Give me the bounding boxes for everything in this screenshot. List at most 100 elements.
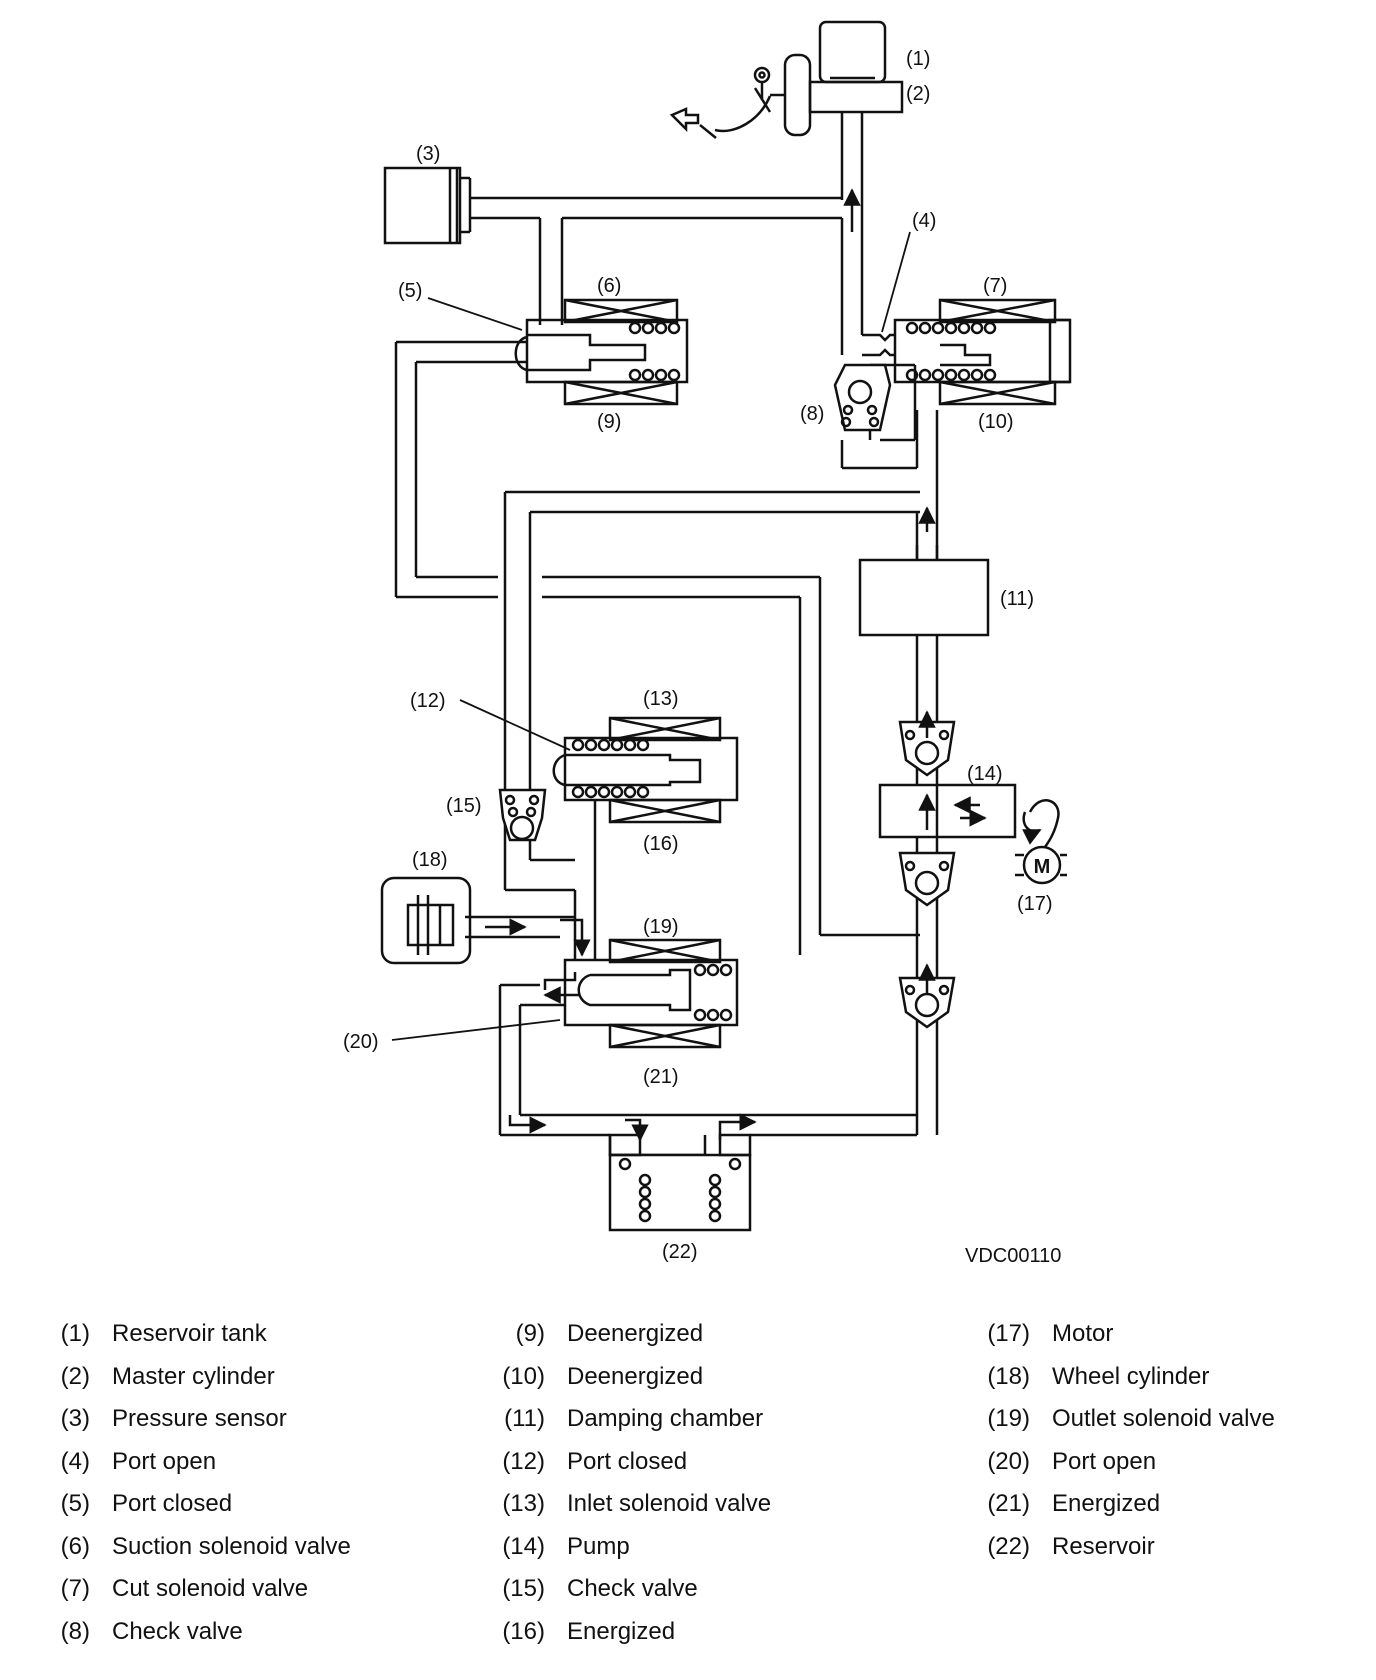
callout-18: (18): [412, 849, 448, 871]
legend-text: Cut solenoid valve: [112, 1575, 309, 1602]
legend-number: (22): [987, 1532, 1030, 1560]
legend-number: (5): [60, 1490, 90, 1517]
legend-column-1: (1) Reservoir tank (2) Master cylinder (3)…: [30, 1320, 351, 1660]
legend-number: (8): [60, 1617, 90, 1645]
legend-text: Pressure sensor: [112, 1405, 287, 1432]
wheel-cylinder: [380, 876, 472, 965]
legend-item: (17) Motor: [970, 1320, 1275, 1363]
brake-lines: [394, 112, 939, 1137]
legend-text: Pump: [567, 1532, 630, 1560]
callout-11: (11): [1000, 588, 1034, 610]
legend-text: Port open: [112, 1447, 217, 1475]
legend-number: (7): [60, 1575, 90, 1602]
legend-number: (4): [60, 1447, 90, 1475]
legend-item: (7) Cut solenoid valve: [30, 1575, 351, 1618]
legend-number: (13): [502, 1490, 545, 1517]
legend-text: Motor: [1052, 1320, 1114, 1347]
callout-19: (19): [643, 916, 679, 938]
legend-item: (4) Port open: [30, 1448, 351, 1491]
legend-number: (3): [60, 1405, 90, 1432]
pump: [878, 783, 1017, 839]
legend-item: (1) Reservoir tank: [30, 1320, 351, 1363]
leader-lines: [391, 231, 911, 1041]
motor: [1015, 799, 1067, 885]
callout-6: (6): [597, 275, 621, 297]
legend-number: (16): [502, 1617, 545, 1645]
legend-number: (2): [60, 1362, 90, 1390]
legend-item: (19) Outlet solenoid valve: [970, 1405, 1275, 1448]
legend-number: (1): [60, 1320, 90, 1347]
legend-text: Port closed: [567, 1447, 688, 1475]
callout-4: (4): [912, 210, 936, 232]
legend-text: Wheel cylinder: [1052, 1362, 1210, 1390]
legend-text: Port open: [1052, 1447, 1157, 1475]
legend-number: (17): [987, 1320, 1030, 1347]
legend-text: Master cylinder: [112, 1362, 275, 1390]
legend-item: (10) Deenergized: [485, 1363, 771, 1406]
reservoir: [608, 1133, 752, 1232]
legend-number: (11): [504, 1405, 545, 1432]
legend-text: Inlet solenoid valve: [567, 1490, 772, 1517]
legend-number: (9): [515, 1320, 545, 1347]
legend-number: (14): [502, 1532, 545, 1560]
pump-check-valve-bottom: [898, 963, 956, 1029]
callout-22: (22): [662, 1241, 698, 1263]
legend-text: Check valve: [567, 1575, 698, 1602]
legend-text: Deenergized: [567, 1362, 704, 1390]
callout-21: (21): [643, 1066, 679, 1088]
callout-13: (13): [643, 688, 679, 710]
legend: (1) Reservoir tank (2) Master cylinder (3)…: [30, 1320, 1350, 1660]
check-valve-lower: [498, 788, 547, 842]
legend-number: (10): [502, 1362, 545, 1390]
callout-14: (14): [967, 763, 1003, 785]
callout-9: (9): [597, 411, 621, 433]
legend-item: (11)Damping chamber: [485, 1405, 771, 1448]
legend-number: (20): [987, 1447, 1030, 1475]
legend-number: (18): [987, 1362, 1030, 1390]
legend-text: Reservoir tank: [112, 1320, 267, 1347]
legend-item: (5) Port closed: [30, 1490, 351, 1533]
callout-8: (8): [800, 403, 824, 425]
callout-3: (3): [416, 143, 440, 165]
callout-17: (17): [1017, 893, 1053, 915]
inlet-solenoid-valve: [552, 716, 739, 824]
hydraulic-diagram: M (1) (2) (3) (4) (5) (6) (7) (8) (9) (1…: [343, 20, 1072, 1267]
callout-10: (10): [978, 411, 1014, 433]
legend-item: (22)Reservoir: [970, 1533, 1275, 1576]
legend-item: (16) Energized: [485, 1618, 771, 1661]
legend-item: (21) Energized: [970, 1490, 1275, 1533]
legend-text: Energized: [1052, 1490, 1161, 1517]
master-cylinder: [770, 53, 904, 137]
legend-item: (3) Pressure sensor: [30, 1405, 351, 1448]
legend-number: (19): [987, 1405, 1030, 1432]
callout-12: (12): [410, 690, 446, 712]
legend-item: (6)Suction solenoid valve: [30, 1533, 351, 1576]
legend-item: (2) Master cylinder: [30, 1363, 351, 1406]
reservoir-tank: [818, 20, 887, 84]
callout-labels: (1) (2) (3) (4) (5) (6) (7) (8) (9) (10)…: [343, 48, 1053, 1263]
legend-number: (12): [502, 1447, 545, 1475]
callout-7: (7): [983, 275, 1007, 297]
legend-item: (15) Check valve: [485, 1575, 771, 1618]
legend-text: Deenergized: [567, 1320, 704, 1347]
legend-number: (6): [60, 1532, 90, 1560]
legend-text: Energized: [567, 1617, 676, 1645]
legend-text: Outlet solenoid valve: [1052, 1405, 1275, 1432]
legend-item: (9) Deenergized: [485, 1320, 771, 1363]
legend-text: Port closed: [112, 1490, 233, 1517]
legend-column-2: (9) Deenergized (10) Deenergized (11)Dampi…: [485, 1320, 771, 1660]
pump-check-valve-top: [898, 710, 956, 777]
legend-column-3: (17) Motor (18) Wheel cylinder (19) Outlet …: [970, 1320, 1275, 1576]
figure-code: VDC00110: [965, 1245, 1061, 1267]
legend-item: (13) Inlet solenoid valve: [485, 1490, 771, 1533]
pressure-sensor: [383, 166, 472, 245]
legend-item: (14) Pump: [485, 1533, 771, 1576]
callout-5: (5): [398, 280, 422, 302]
brake-pedal: [669, 66, 772, 139]
legend-number: (15): [502, 1575, 545, 1602]
legend-number: (21): [987, 1490, 1030, 1517]
callout-16: (16): [643, 833, 679, 855]
callout-15: (15): [446, 795, 482, 817]
callout-20: (20): [343, 1031, 379, 1053]
legend-item: (8)Check valve: [30, 1618, 351, 1661]
